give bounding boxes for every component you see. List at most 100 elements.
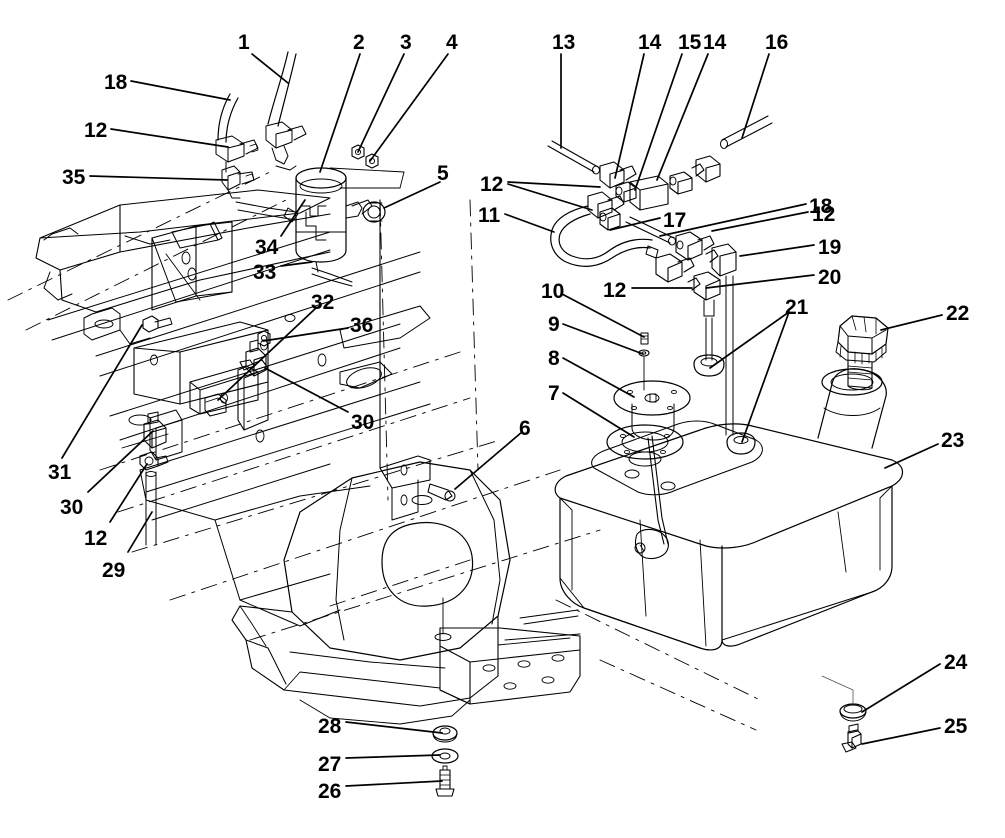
callout-number-12: 12 xyxy=(812,203,836,226)
leader-line xyxy=(741,53,770,139)
leader-line xyxy=(880,314,943,331)
bolt-6-group xyxy=(411,483,456,505)
nut-parts-group xyxy=(351,144,379,169)
vapor-canister-group xyxy=(235,167,405,287)
callout-number-34: 34 xyxy=(255,236,279,259)
callout-number-18: 18 xyxy=(809,195,833,218)
callout-number-7: 7 xyxy=(548,382,560,405)
leader-line xyxy=(562,323,644,355)
callout-number-14: 14 xyxy=(703,31,727,54)
leader-line xyxy=(280,199,306,237)
callout-number-28: 28 xyxy=(318,715,342,738)
leader-line xyxy=(741,311,790,443)
leader-line xyxy=(739,244,815,257)
leader-line xyxy=(130,80,231,101)
callout-number-30: 30 xyxy=(351,411,375,434)
leader-line xyxy=(705,274,815,289)
leader-line xyxy=(454,431,523,490)
leader-line xyxy=(507,183,593,211)
leader-lines-group xyxy=(61,53,943,787)
callout-number-4: 4 xyxy=(446,31,458,54)
callout-number-15: 15 xyxy=(678,31,702,54)
leader-line xyxy=(562,357,635,398)
callout-number-31: 31 xyxy=(48,461,72,484)
callout-number-35: 35 xyxy=(62,166,86,189)
callout-number-22: 22 xyxy=(946,302,970,325)
leader-line xyxy=(614,53,645,179)
callout-number-5: 5 xyxy=(437,162,449,185)
floor-pan-group xyxy=(231,461,581,725)
leader-line xyxy=(884,443,939,469)
callout-number-14: 14 xyxy=(638,31,662,54)
callout-number-11: 11 xyxy=(478,204,501,227)
leader-line xyxy=(561,293,645,338)
callout-number-12: 12 xyxy=(603,279,627,302)
callout-number-23: 23 xyxy=(941,429,965,452)
callout-number-12: 12 xyxy=(84,119,108,142)
callout-number-18: 18 xyxy=(104,71,128,94)
leader-line xyxy=(609,217,661,231)
callout-number-26: 26 xyxy=(318,780,342,803)
callout-number-12: 12 xyxy=(480,173,504,196)
leader-line xyxy=(369,53,449,162)
leader-line xyxy=(109,463,148,523)
leader-line xyxy=(345,754,441,759)
leader-line xyxy=(357,53,405,153)
callout-number-2: 2 xyxy=(353,31,365,54)
leader-line xyxy=(861,663,941,713)
callout-number-16: 16 xyxy=(765,31,789,54)
callout-number-6: 6 xyxy=(519,417,531,440)
callout-number-8: 8 xyxy=(548,347,560,370)
leader-line xyxy=(89,175,228,181)
callout-number-36: 36 xyxy=(350,314,374,337)
callout-number-17: 17 xyxy=(663,209,687,232)
left-hose-fitting-group xyxy=(215,51,307,199)
callout-number-1: 1 xyxy=(238,31,250,54)
callout-number-24: 24 xyxy=(944,651,968,674)
fuel-cap-group xyxy=(835,315,889,391)
leader-line xyxy=(383,181,441,209)
callout-number-3: 3 xyxy=(400,31,412,54)
leader-line xyxy=(861,727,941,745)
fuel-tank-group xyxy=(554,368,904,651)
leader-line xyxy=(280,261,313,267)
leader-line xyxy=(345,780,443,787)
leader-line xyxy=(562,392,635,438)
callout-number-29: 29 xyxy=(102,559,126,582)
callout-number-27: 27 xyxy=(318,753,342,776)
bottom-hardware-group xyxy=(431,725,459,797)
lower-right-fittings xyxy=(625,216,756,455)
leader-line xyxy=(264,367,349,413)
leader-line xyxy=(87,430,154,493)
chassis-frame-group xyxy=(7,171,761,731)
inline-leader-lines xyxy=(280,199,313,267)
leader-line xyxy=(262,327,349,342)
leader-line xyxy=(127,511,153,553)
leader-line xyxy=(319,53,361,173)
leader-line xyxy=(711,211,809,232)
callout-number-13: 13 xyxy=(552,31,576,54)
callout-number-12: 12 xyxy=(84,527,108,550)
fuel-sender-group xyxy=(606,332,691,560)
leader-line xyxy=(634,53,683,191)
callout-number-20: 20 xyxy=(818,266,842,289)
callout-number-32: 32 xyxy=(311,291,335,314)
callout-number-9: 9 xyxy=(548,313,560,336)
leader-line xyxy=(251,53,289,84)
leader-line xyxy=(709,311,790,369)
callout-number-30: 30 xyxy=(60,496,84,519)
leader-line xyxy=(110,128,229,148)
leader-line xyxy=(504,213,555,233)
callout-number-33: 33 xyxy=(253,261,277,284)
leader-line xyxy=(659,203,807,237)
leader-line xyxy=(656,53,709,181)
leader-line xyxy=(507,181,601,188)
leader-line xyxy=(61,324,143,459)
tank-drain-group xyxy=(821,675,867,753)
callout-number-25: 25 xyxy=(944,715,968,738)
callout-number-10: 10 xyxy=(541,280,565,303)
callout-number-19: 19 xyxy=(818,236,842,259)
leader-line xyxy=(345,721,443,734)
